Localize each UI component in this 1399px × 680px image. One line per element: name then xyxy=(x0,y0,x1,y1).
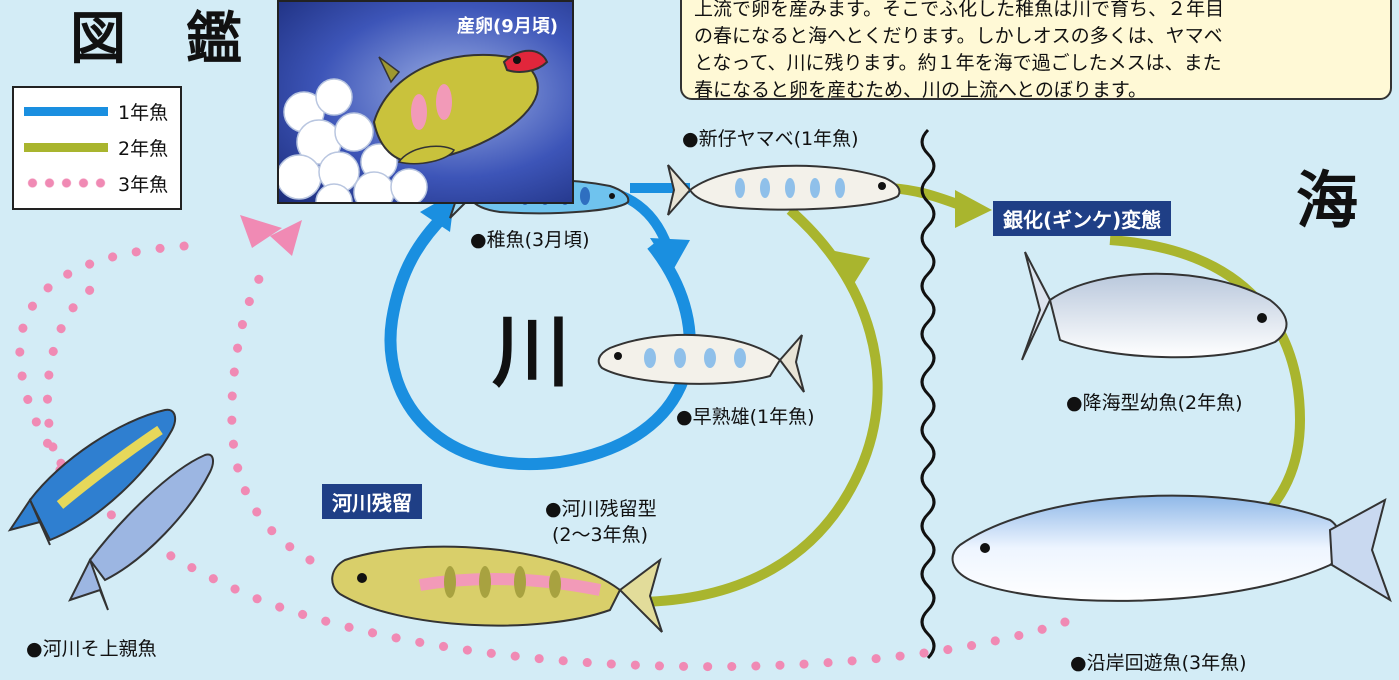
label-coastal-migrant: ●沿岸回遊魚(3年魚) xyxy=(1070,652,1247,674)
label-sea-juvenile: ●降海型幼魚(2年魚) xyxy=(1066,392,1243,414)
new-yamabe-fish-illustration xyxy=(667,164,901,216)
tag-river-residence: 河川残留 xyxy=(322,484,422,519)
region-label-sea: 海 xyxy=(1296,164,1359,237)
pink-arrowhead-2 xyxy=(270,220,302,256)
label-fry: ●稚魚(3月頃) xyxy=(470,229,590,251)
legend-swatch-blue xyxy=(24,107,108,116)
legend-swatch-pink-dotted xyxy=(24,177,108,189)
legend-label: 3年魚 xyxy=(118,174,169,196)
upstream-parent-fish-illustration xyxy=(7,408,214,611)
label-upstream-parent: ●河川そ上親魚 xyxy=(26,638,157,660)
olive-arrowhead-down xyxy=(830,250,870,290)
explanation-textbox: 上流で卵を産みます。そこでふ化した稚魚は川で育ち、２年目 の春になると海へとくだ… xyxy=(680,0,1392,101)
legend-label: 1年魚 xyxy=(118,102,169,124)
sea-juvenile-fish-illustration xyxy=(1021,251,1288,361)
tag-smoltification: 銀化(ギンケ)変態 xyxy=(993,201,1172,236)
three-year-path-inner xyxy=(227,255,315,565)
legend-label: 2年魚 xyxy=(118,138,169,160)
title-char-kan: 鑑 xyxy=(186,7,242,72)
textbox-line: 春になると卵を産むため、川の上流へとのぼります。 xyxy=(694,79,1147,101)
legend-item-1: 1年魚 xyxy=(14,96,180,126)
legend-item-3: 3年魚 xyxy=(14,168,180,198)
olive-arrowhead-sea xyxy=(955,190,992,228)
label-river-resident-age: (2〜3年魚) xyxy=(552,524,649,546)
region-label-river: 川 xyxy=(492,308,571,398)
textbox-line: の春になると海へとくだります。しかしオスの多くは、ヤマベ xyxy=(694,25,1223,47)
spawning-illustration xyxy=(279,49,549,202)
blue-arrowhead-right xyxy=(650,238,690,272)
pink-arrowhead-1 xyxy=(240,215,282,248)
legend-item-2: 2年魚 xyxy=(14,132,180,162)
label-new-yamabe: ●新仔ヤマベ(1年魚) xyxy=(682,128,859,150)
two-year-sea-loop xyxy=(1109,235,1306,524)
three-year-path-left xyxy=(43,285,95,475)
label-river-resident: ●河川残留型 xyxy=(545,498,657,520)
legend-swatch-olive xyxy=(24,143,108,152)
label-precocious-male: ●早熟雄(1年魚) xyxy=(676,406,815,428)
spawning-panel: 産卵(9月頃) xyxy=(277,0,574,204)
river-resident-fish-illustration xyxy=(331,545,663,633)
textbox-line: となって、川に残ります。約１年を海で過ごしたメスは、また xyxy=(694,52,1222,74)
precocious-male-fish-illustration xyxy=(597,333,805,393)
textbox-line: 上流で卵を産みます。そこでふ化した稚魚は川で育ち、２年目 xyxy=(694,0,1225,20)
three-year-path xyxy=(15,240,1070,672)
coastal-migrant-fish-illustration xyxy=(951,494,1392,603)
spawning-label: 産卵(9月頃) xyxy=(457,16,558,37)
title-char-zu: 図 xyxy=(70,7,126,72)
legend: 1年魚 2年魚 3年魚 xyxy=(12,86,182,210)
river-sea-boundary xyxy=(920,128,936,660)
